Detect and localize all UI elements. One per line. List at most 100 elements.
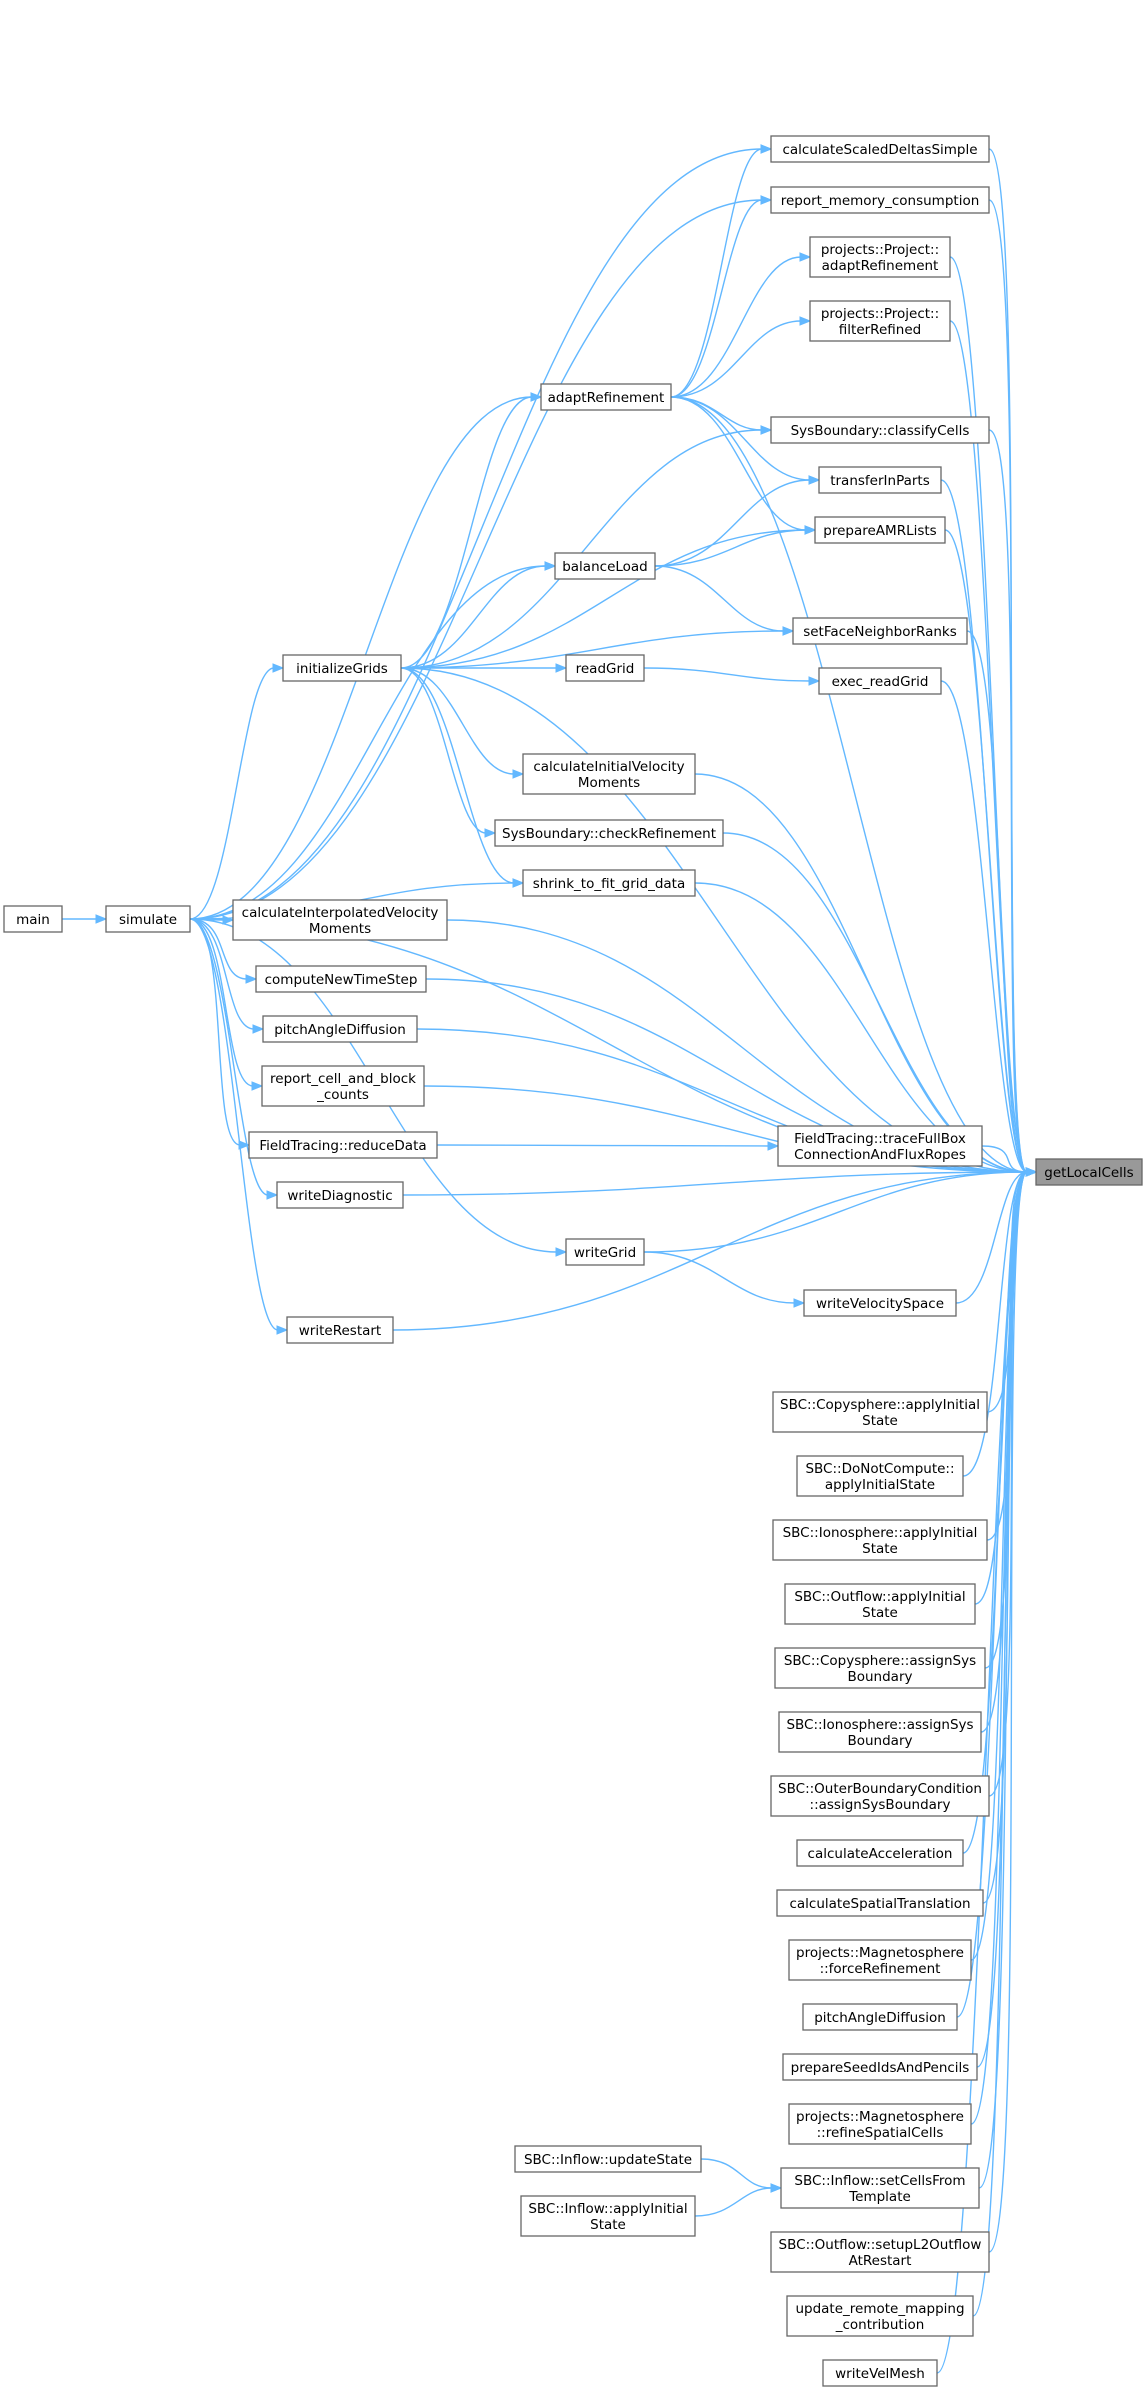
node-box: [782, 2053, 978, 2081]
edge-magneto-refine-spatial-to-get-local-cells: [970, 1171, 1028, 2125]
node-label: SBC::Inflow::setCellsFrom: [794, 2173, 965, 2189]
edge-write-velocity-space-to-get-local-cells: [955, 1171, 1028, 1304]
node-box: [232, 899, 448, 941]
node-magneto-force-ref[interactable]: projects::Magnetosphere::forceRefinement: [788, 1939, 972, 1981]
node-ionosphere-apply-init[interactable]: SBC::Ionosphere::applyInitialState: [772, 1519, 988, 1561]
edge-classify-cells-to-get-local-cells: [988, 429, 1028, 1173]
node-inflow-update-state[interactable]: SBC::Inflow::updateState: [514, 2145, 702, 2173]
node-ionosphere-assign[interactable]: SBC::Ionosphere::assignSysBoundary: [778, 1711, 982, 1753]
arrowhead: [276, 1325, 289, 1335]
node-box: [554, 552, 656, 580]
node-label: ::forceRefinement: [820, 1961, 941, 1977]
node-label: prepareAMRLists: [823, 523, 936, 539]
node-write-vel-mesh[interactable]: writeVelMesh: [822, 2359, 938, 2387]
node-initialize-grids[interactable]: initializeGrids: [282, 654, 402, 682]
edge-write-restart-to-get-local-cells: [392, 1171, 1028, 1331]
arrowhead: [512, 769, 525, 779]
edge-simulate-to-compute-new-time-step: [189, 918, 248, 980]
edge-simulate-to-calc-scaled-deltas: [189, 148, 763, 920]
node-label: AtRestart: [849, 2253, 912, 2269]
edge-simulate-to-initialize-grids: [189, 667, 275, 920]
node-box: [3, 905, 63, 933]
node-pitch-angle-diffusion1[interactable]: pitchAngleDiffusion: [262, 1015, 418, 1043]
node-label: calculateInterpolatedVelocity: [242, 905, 439, 921]
edge-simulate-to-report-memory: [189, 199, 763, 920]
node-label: SBC::Inflow::applyInitial: [528, 2201, 687, 2217]
node-outer-boundary-assign[interactable]: SBC::OuterBoundaryCondition::assignSysBo…: [770, 1775, 990, 1817]
node-prepare-amrlists[interactable]: prepareAMRLists: [814, 516, 946, 544]
edge-inflow-apply-init-to-inflow-set-cells: [694, 2187, 773, 2217]
node-do-not-compute-apply-init[interactable]: SBC::DoNotCompute::applyInitialState: [796, 1455, 964, 1497]
node-box: [776, 1889, 984, 1917]
node-write-velocity-space[interactable]: writeVelocitySpace: [803, 1289, 957, 1317]
node-shrink-to-fit[interactable]: shrink_to_fit_grid_data: [522, 869, 696, 897]
node-set-face-neighbor-ranks[interactable]: setFaceNeighborRanks: [792, 617, 968, 645]
edge-set-face-neighbor-ranks-to-get-local-cells: [966, 630, 1028, 1173]
node-label: simulate: [119, 912, 177, 928]
node-box: [802, 2003, 958, 2031]
node-write-diagnostic[interactable]: writeDiagnostic: [276, 1181, 404, 1209]
node-box: [809, 236, 951, 278]
node-report-memory[interactable]: report_memory_consumption: [770, 186, 990, 214]
edge-initialize-grids-to-set-face-neighbor-ranks: [400, 630, 785, 669]
node-box: [814, 516, 946, 544]
arrowhead: [804, 525, 817, 535]
arrowhead: [555, 663, 568, 673]
node-magneto-refine-spatial[interactable]: projects::Magnetosphere::refineSpatialCe…: [788, 2103, 972, 2145]
edge-inflow-update-state-to-inflow-set-cells: [700, 2158, 773, 2189]
edge-simulate-to-pitch-angle-diffusion1: [189, 918, 255, 1030]
node-main[interactable]: main: [3, 905, 63, 933]
node-label: writeRestart: [299, 1323, 381, 1339]
node-proj-adapt-ref[interactable]: projects::Project::adaptRefinement: [809, 236, 951, 278]
edge-write-diagnostic-to-get-local-cells: [402, 1171, 1028, 1196]
edge-ionosphere-assign-to-get-local-cells: [980, 1171, 1028, 1733]
node-calc-scaled-deltas[interactable]: calculateScaledDeltasSimple: [770, 135, 990, 163]
node-exec-read-grid[interactable]: exec_readGrid: [818, 667, 942, 695]
node-copysphere-assign[interactable]: SBC::Copysphere::assignSysBoundary: [774, 1647, 986, 1689]
node-label: initializeGrids: [296, 661, 388, 677]
node-box: [796, 1839, 964, 1867]
arrowhead: [252, 1024, 265, 1034]
node-label: ConnectionAndFluxRopes: [794, 1147, 966, 1163]
node-adapt-refinement[interactable]: adaptRefinement: [540, 383, 672, 411]
node-box: [565, 654, 645, 682]
arrowhead: [808, 475, 821, 485]
node-label: SysBoundary::classifyCells: [791, 423, 970, 439]
node-box: [778, 1711, 982, 1753]
node-reduce-data[interactable]: FieldTracing::reduceData: [248, 1131, 438, 1159]
node-box: [514, 2145, 702, 2173]
node-calc-spatial-translation[interactable]: calculateSpatialTranslation: [776, 1889, 984, 1917]
node-trace-full-box[interactable]: FieldTracing::traceFullBoxConnectionAndF…: [777, 1125, 983, 1167]
node-calc-acceleration[interactable]: calculateAcceleration: [796, 1839, 964, 1867]
node-proj-filter-ref[interactable]: projects::Project::filterRefined: [809, 300, 951, 342]
edge-initialize-grids-to-classify-cells: [400, 429, 763, 669]
node-classify-cells[interactable]: SysBoundary::classifyCells: [770, 416, 990, 444]
node-label: update_remote_mapping: [795, 2301, 964, 2317]
node-balance-load[interactable]: balanceLoad: [554, 552, 656, 580]
node-outflow-apply-init[interactable]: SBC::Outflow::applyInitialState: [784, 1583, 976, 1625]
node-compute-new-time-step[interactable]: computeNewTimeStep: [255, 965, 427, 993]
node-transfer-in-parts[interactable]: transferInParts: [818, 466, 942, 494]
node-inflow-apply-init[interactable]: SBC::Inflow::applyInitialState: [520, 2195, 696, 2237]
edge-adapt-refinement-to-transfer-in-parts: [670, 396, 811, 481]
edge-inflow-set-cells-to-get-local-cells: [978, 1171, 1028, 2189]
node-pitch-angle-diffusion2[interactable]: pitchAngleDiffusion: [802, 2003, 958, 2031]
node-simulate[interactable]: simulate: [105, 905, 191, 933]
node-label: pitchAngleDiffusion: [274, 1022, 406, 1038]
node-write-grid[interactable]: writeGrid: [565, 1238, 645, 1266]
node-write-restart[interactable]: writeRestart: [286, 1316, 394, 1344]
node-copysphere-apply-init[interactable]: SBC::Copysphere::applyInitialState: [772, 1391, 988, 1433]
node-report-cell-block[interactable]: report_cell_and_block_counts: [261, 1065, 425, 1107]
node-box: [770, 416, 990, 444]
arrowhead: [512, 878, 525, 888]
edge-read-grid-to-exec-read-grid: [643, 667, 811, 682]
node-read-grid[interactable]: readGrid: [565, 654, 645, 682]
node-update-remote-mapping[interactable]: update_remote_mapping_contribution: [786, 2295, 974, 2337]
node-prepare-seed-ids[interactable]: prepareSeedIdsAndPencils: [782, 2053, 978, 2081]
node-check-refinement[interactable]: SysBoundary::checkRefinement: [494, 819, 724, 847]
node-get-local-cells[interactable]: getLocalCells: [1035, 1158, 1143, 1186]
